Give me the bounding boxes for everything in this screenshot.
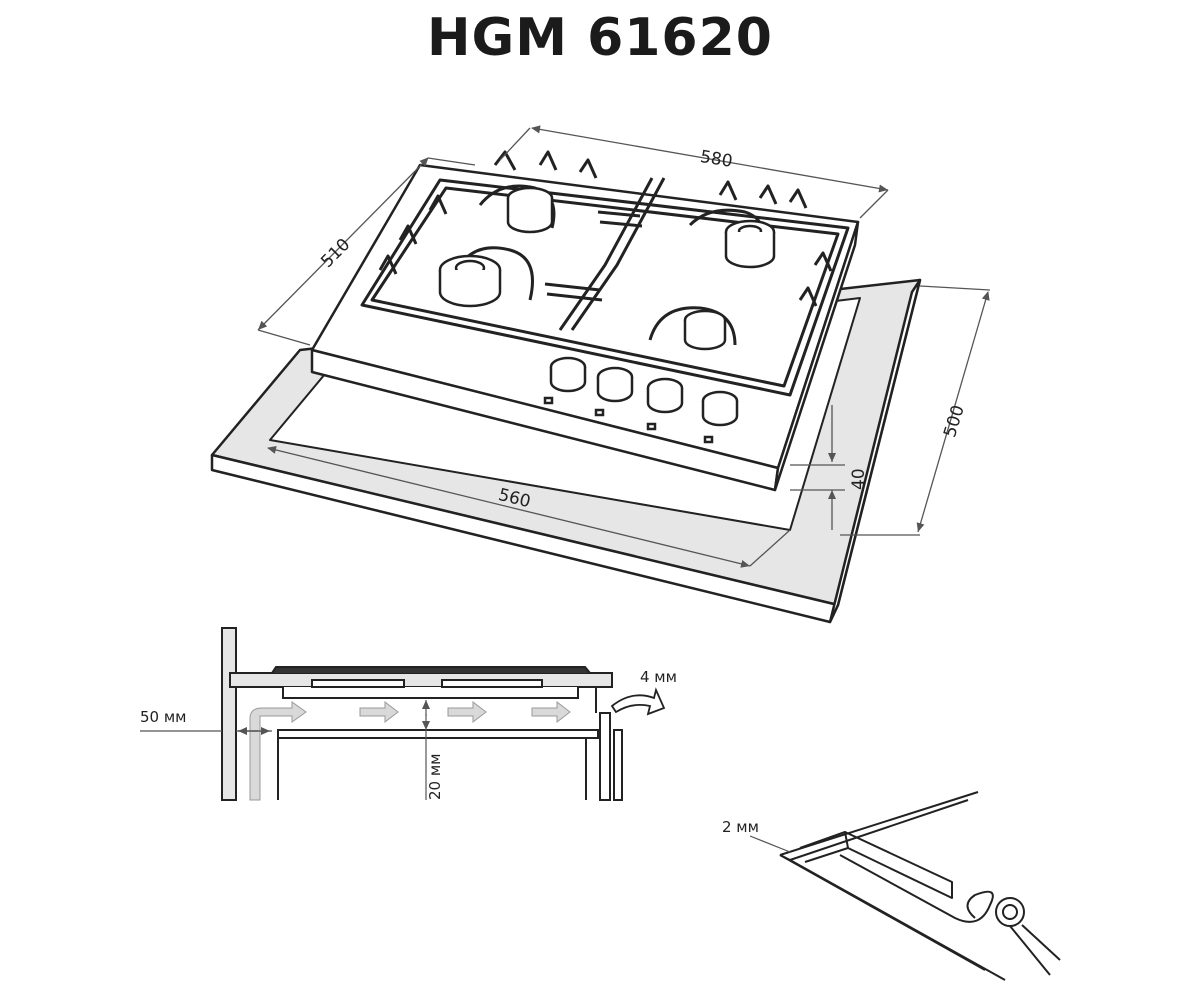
label-gap-bottom: 20 мм — [426, 754, 444, 801]
dim-height: 40 — [849, 468, 869, 490]
section-labels: 50 мм 4 мм 20 мм — [140, 668, 677, 800]
vent-arrow — [610, 687, 666, 716]
airflow-arrows — [249, 700, 571, 801]
seal-dimension — [749, 835, 791, 853]
control-knob-2[interactable] — [594, 366, 634, 417]
burner-rear-right — [724, 219, 776, 269]
control-knob-3[interactable] — [646, 377, 684, 431]
control-knobs — [543, 356, 739, 444]
label-seal: 2 мм — [722, 818, 759, 836]
burner-front-right — [683, 309, 727, 351]
dim-cutout-depth: 500 — [940, 403, 969, 440]
seal-detail — [779, 791, 1061, 981]
dim-depth-top: 510 — [317, 235, 354, 272]
burner-front-left — [438, 254, 502, 308]
control-knob-1[interactable] — [543, 356, 587, 405]
section-dimension-lines — [140, 700, 430, 800]
dim-width-top: 580 — [699, 147, 734, 172]
label-gap-vent: 4 мм — [640, 668, 677, 686]
burner-rear-left — [506, 186, 554, 234]
dimension-lines — [257, 125, 991, 568]
section-view — [221, 627, 623, 801]
page-title: HGM 61620 — [427, 8, 773, 68]
control-knob-4[interactable] — [701, 390, 739, 444]
label-gap-side: 50 мм — [140, 708, 187, 726]
